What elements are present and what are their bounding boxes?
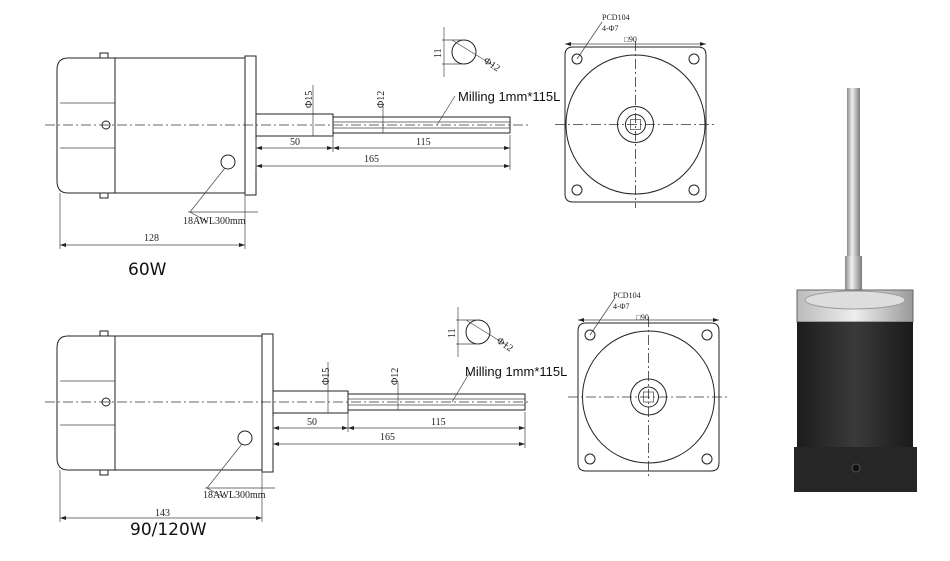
dim-shaft-step: 50 xyxy=(307,417,317,428)
wire-leader xyxy=(205,443,275,499)
drawing-geometry xyxy=(45,21,729,522)
section-dia: Φ12 xyxy=(494,335,514,354)
dia-shaft: Φ12 xyxy=(390,368,401,385)
dia-step: Φ15 xyxy=(321,368,332,385)
mount-hole xyxy=(688,184,700,196)
motor-body-outline xyxy=(114,335,263,471)
shaft-outline xyxy=(332,116,511,134)
cap-center-screw xyxy=(101,397,111,407)
mount-hole xyxy=(584,329,596,341)
mount-hole xyxy=(584,453,596,465)
wire-leader xyxy=(188,167,258,223)
section-circle xyxy=(465,319,491,345)
section-dia: Φ12 xyxy=(481,55,501,74)
view-60w-labels: 60W Milling 1mm*115L 50 115 165 128 18AW… xyxy=(128,13,637,280)
holes-label: 4-Φ7 xyxy=(602,24,619,33)
milling-note: Milling 1mm*115L xyxy=(465,364,567,379)
motor-shaft xyxy=(847,88,860,258)
mount-hole xyxy=(571,184,583,196)
cap-center-screw xyxy=(101,120,111,130)
square-label: □90 xyxy=(636,313,649,322)
mount-hole xyxy=(701,453,713,465)
front-flange xyxy=(564,46,707,203)
dia-shaft: Φ12 xyxy=(376,91,387,108)
wire-outlet xyxy=(237,430,253,446)
shaft-outline xyxy=(347,393,526,411)
square-label: □90 xyxy=(624,35,637,44)
motor-body xyxy=(797,322,913,450)
mount-hole xyxy=(571,53,583,65)
holes-label: 4-Φ7 xyxy=(613,302,630,311)
milling-leader xyxy=(451,371,471,403)
section-flat: 11 xyxy=(433,48,444,58)
pcd-label: PCD104 xyxy=(602,13,630,22)
pcd-label: PCD104 xyxy=(613,291,641,300)
power-label: 60W xyxy=(128,260,167,280)
section-dia-leader xyxy=(465,319,509,347)
section-dia-leader xyxy=(451,39,495,67)
power-label: 90/120W xyxy=(130,520,207,540)
end-cap xyxy=(56,57,115,194)
cap-screw xyxy=(99,192,109,199)
cap-screw xyxy=(99,330,109,337)
flange-outline xyxy=(244,55,257,196)
wire-outlet xyxy=(220,154,236,170)
dim-body-length: 143 xyxy=(155,508,170,519)
motor-body-outline xyxy=(114,57,246,194)
flange-outline xyxy=(261,333,274,473)
cap-screw xyxy=(99,52,109,59)
end-cap xyxy=(56,335,115,471)
cap-screw xyxy=(99,469,109,476)
pcd-leader xyxy=(576,21,603,60)
milling-note: Milling 1mm*115L xyxy=(458,89,560,104)
pcd-leader xyxy=(589,297,616,336)
section-circle xyxy=(451,39,477,65)
dim-shaft-end: 115 xyxy=(416,137,431,148)
mount-hole xyxy=(688,53,700,65)
motor-photo xyxy=(794,88,917,492)
wire-spec: 18AWL300mm xyxy=(203,490,266,501)
view-90-120w-labels: 90/120W Milling 1mm*115L 50 115 165 143 … xyxy=(130,291,649,540)
front-flange xyxy=(577,322,720,472)
dia-step: Φ15 xyxy=(304,91,315,108)
section-flat: 11 xyxy=(447,328,458,338)
dim-shaft-total: 165 xyxy=(364,154,379,165)
wire-spec: 18AWL300mm xyxy=(183,216,246,227)
dim-shaft-total: 165 xyxy=(380,432,395,443)
dim-shaft-step: 50 xyxy=(290,137,300,148)
dim-shaft-end: 115 xyxy=(431,417,446,428)
milling-leader xyxy=(436,95,456,126)
mount-hole xyxy=(701,329,713,341)
dim-body-length: 128 xyxy=(144,233,159,244)
